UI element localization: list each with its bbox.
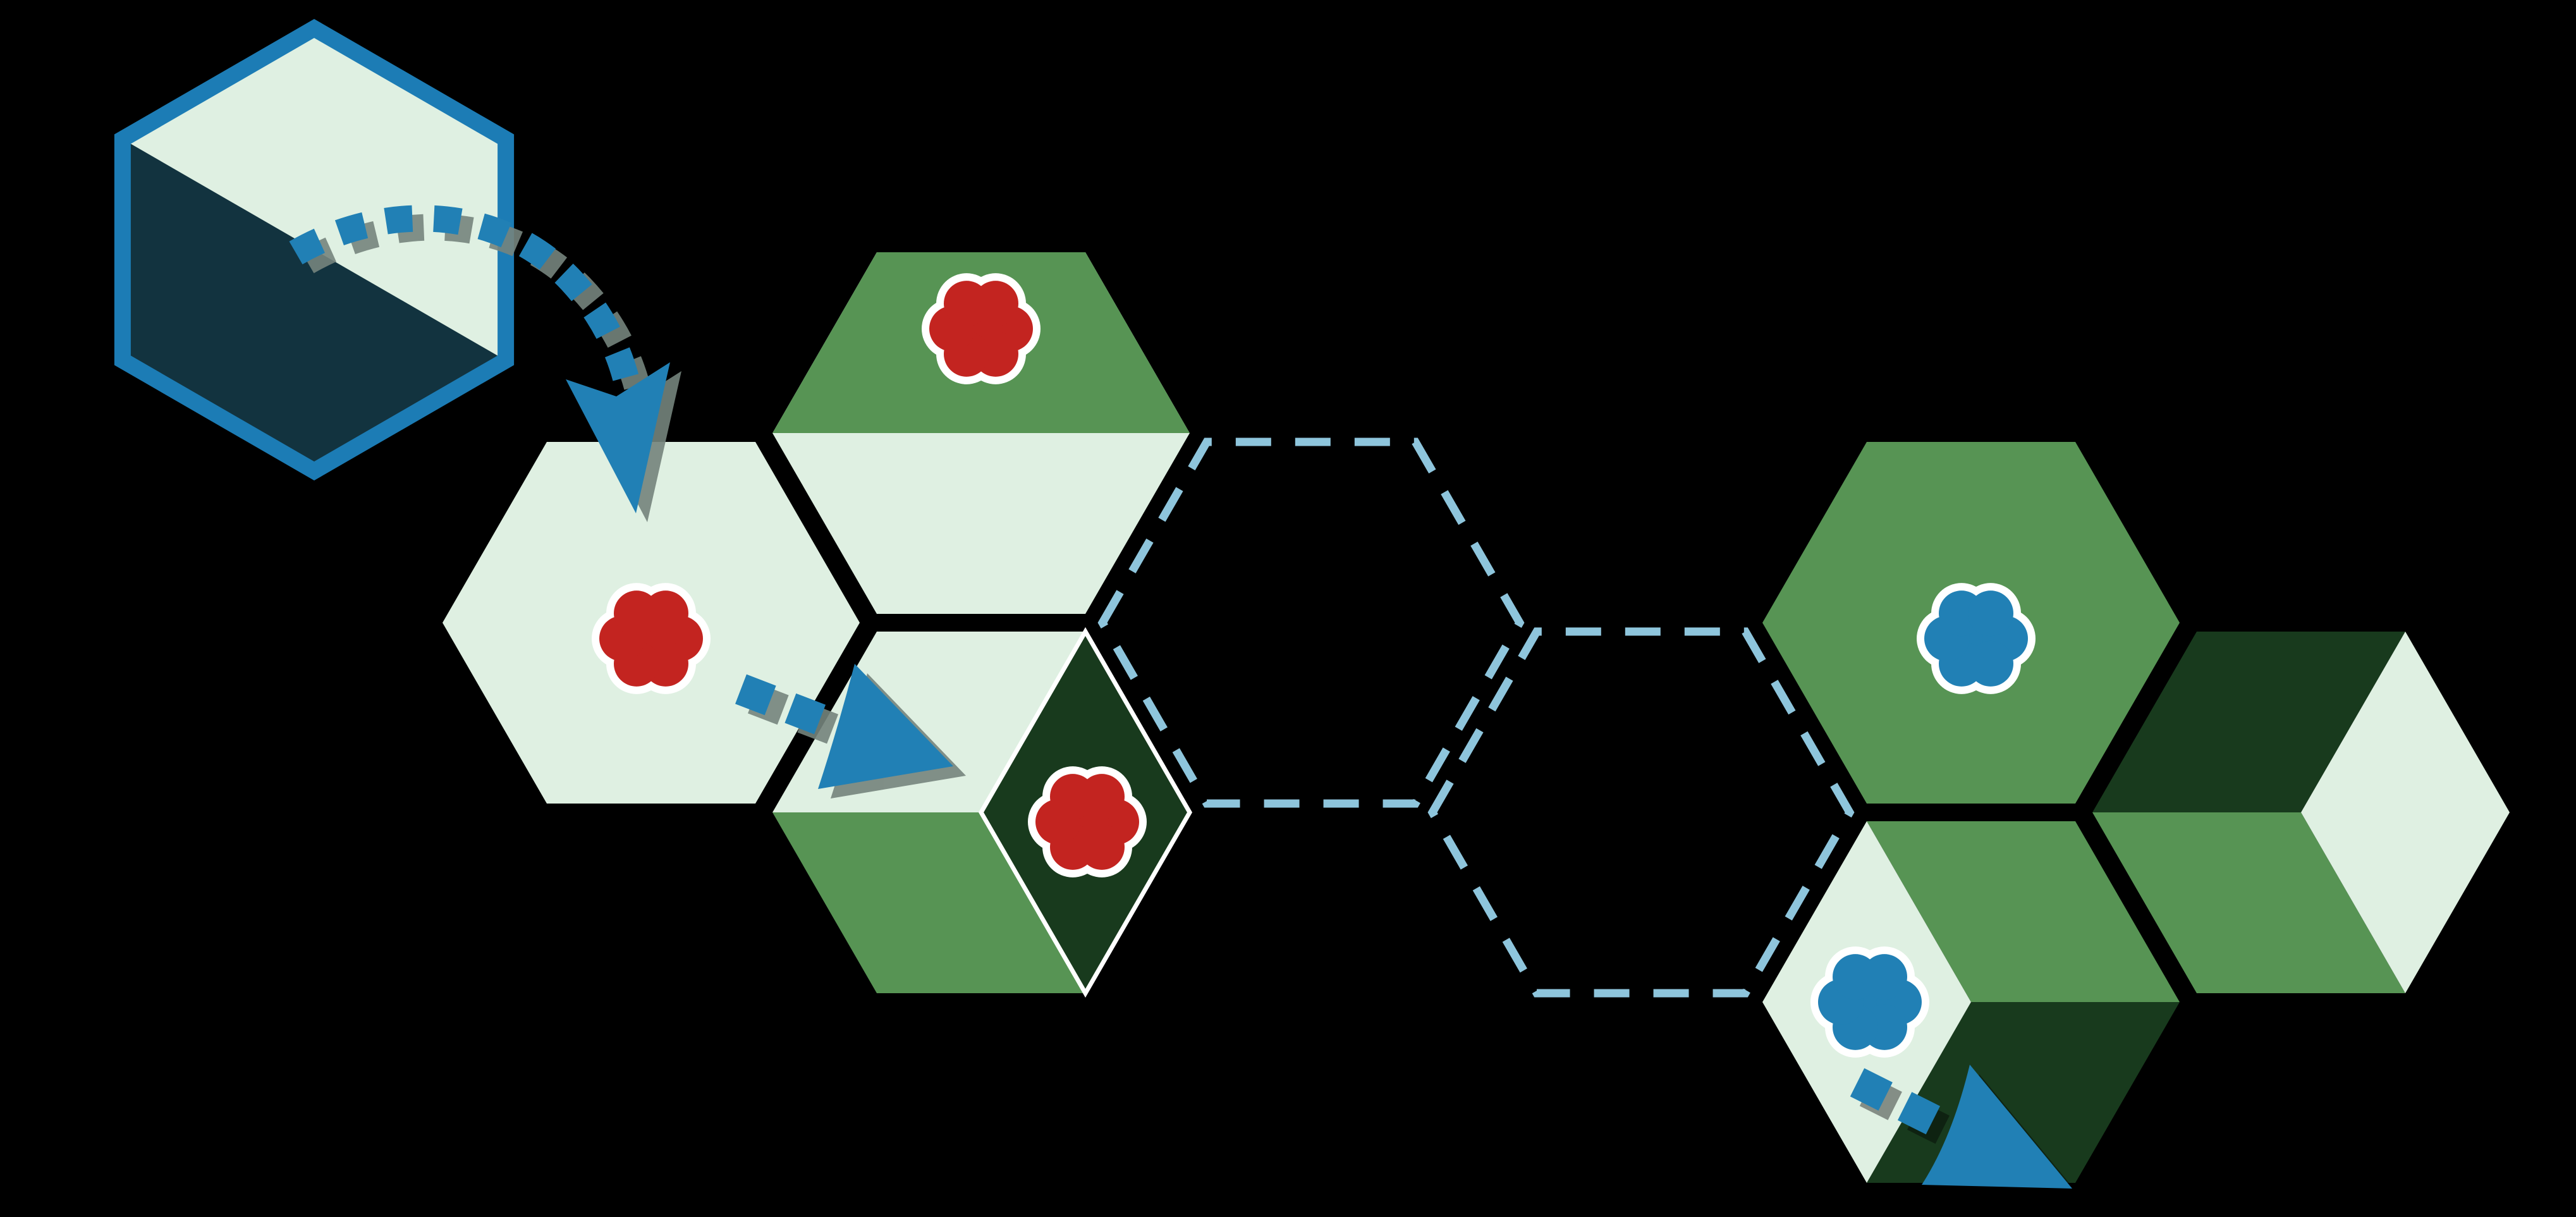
step-arrow-right — [1850, 1065, 2082, 1198]
flower-petal — [1968, 590, 2013, 637]
tile-green-cap — [772, 252, 1190, 614]
flower-icon-red — [1028, 766, 1147, 878]
ghost-slot-2 — [1427, 627, 1855, 998]
ghost-slot-1 — [1097, 437, 1525, 808]
flower-icon-blue — [1917, 583, 2036, 694]
tile-green — [1762, 442, 2180, 804]
source-tile-border — [114, 18, 515, 481]
arrowhead-icon — [1922, 1065, 2072, 1189]
placed-tile-mint — [443, 442, 860, 804]
flower-petal — [643, 590, 688, 637]
arrow-dashes — [289, 205, 647, 422]
flower-icon-red — [922, 273, 1041, 384]
arrow-dashes — [1850, 1068, 1941, 1135]
arrowhead-icon — [566, 362, 670, 513]
curved-placement-arrow — [289, 205, 681, 522]
flower-petal — [1862, 954, 1907, 1000]
cube-tile-plain — [2092, 632, 2510, 993]
ghost-hex-outline — [1097, 437, 1525, 808]
cube-tile-red — [772, 627, 1193, 998]
flower-petal — [973, 281, 1018, 327]
cube-tile-blue — [1762, 821, 2180, 1183]
arrow-dashes — [735, 674, 829, 736]
flower-icon-blue — [1810, 946, 1929, 1058]
flower-petal — [1079, 774, 1125, 820]
arrowhead-icon — [818, 664, 953, 789]
step-arrow-left — [735, 664, 966, 798]
flower-icon-red — [592, 583, 711, 694]
cube-right-face — [2301, 632, 2510, 993]
source-tile-dark-half — [122, 139, 506, 471]
ghost-hex-outline — [1427, 627, 1855, 998]
